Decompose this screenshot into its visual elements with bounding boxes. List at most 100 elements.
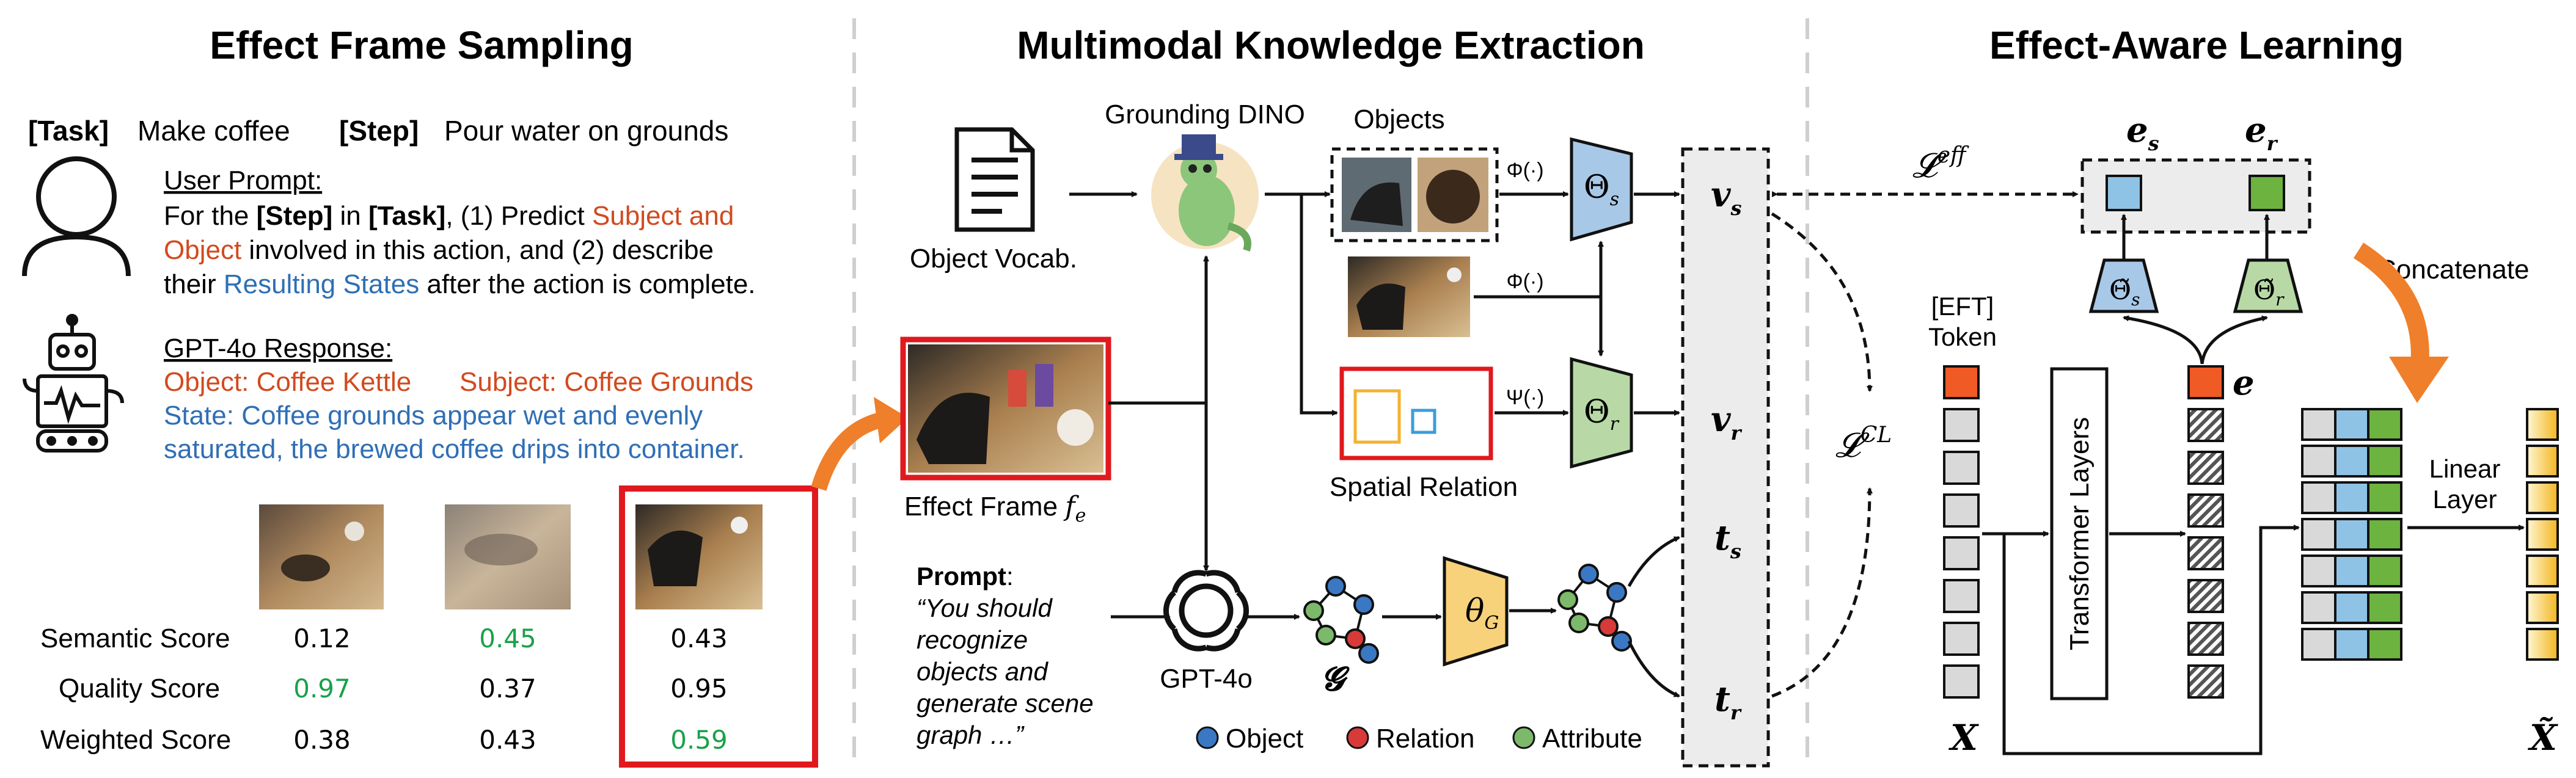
score-label-weighted: Weighted Score — [40, 725, 231, 755]
phi-label-objects: Φ(·) — [1506, 159, 1543, 182]
concatenate-arrow-head — [2389, 357, 2449, 403]
eft-hidden-token — [2187, 365, 2224, 399]
right-flow-arrows — [1982, 525, 2525, 755]
hidden-token — [2187, 579, 2224, 613]
user-prompt-line-3: their Resulting States after the action … — [164, 269, 756, 299]
theta-r-encoder — [1570, 357, 1633, 469]
hidden-token — [2187, 536, 2224, 570]
score-cell: 0.38 — [293, 725, 351, 755]
v-s-feature: vs — [1711, 175, 1742, 220]
input-token — [1943, 622, 1980, 656]
response-state-line-1: State: Coffee grounds appear wet and eve… — [164, 401, 703, 431]
input-token — [1943, 493, 1980, 528]
legend-label-relation: Relation — [1376, 724, 1474, 754]
output-token — [2526, 628, 2559, 661]
linear-layer-label-2: Layer — [2432, 485, 2497, 514]
section-title-sampling: Effect Frame Sampling — [210, 23, 634, 67]
score-label-quality: Quality Score — [59, 674, 220, 703]
response-state-line-2: saturated, the brewed coffee drips into … — [164, 434, 745, 464]
l-cl-arrow-top — [1771, 212, 1873, 392]
t-s-feature: ts — [1714, 518, 1741, 563]
transformer-layers-block — [2050, 367, 2109, 700]
objects-box — [1330, 147, 1499, 242]
output-token — [2526, 591, 2559, 624]
score-cell: 0.37 — [479, 674, 536, 703]
legend-swatch-object — [1196, 726, 1219, 749]
gpt4o-label: GPT-4o — [1160, 664, 1253, 694]
object-crop-grounds — [1418, 158, 1488, 232]
gpt-response-label: GPT-4o Response: — [164, 333, 392, 363]
output-token — [2526, 554, 2559, 587]
response-subject: Subject: Coffee Grounds — [459, 367, 753, 397]
prompt-label: Prompt: — [917, 562, 1014, 591]
input-token-column — [1943, 365, 1980, 699]
step-text: Pour water on grounds — [444, 115, 728, 147]
node-legend: Object Relation Attribute — [1196, 724, 1642, 754]
output-token — [2526, 408, 2559, 441]
prompt-line: generate scene — [917, 689, 1094, 718]
robot-icon — [23, 314, 124, 453]
output-token — [2526, 445, 2559, 478]
user-prompt-line-2: Object involved in this action, and (2) … — [164, 235, 714, 265]
selected-frame-highlight — [619, 485, 818, 768]
prompt-line: recognize — [917, 625, 1028, 654]
grounding-dino-icon — [1151, 134, 1259, 252]
task-tag: [Task] — [28, 115, 109, 147]
theta-r-label: Θr — [1584, 394, 1620, 435]
spatial-relation-box — [1339, 366, 1493, 460]
effect-frame-label: Effect Frame fe — [904, 491, 1086, 526]
effect-frame-image — [908, 344, 1103, 473]
phi-label-frame: Φ(·) — [1506, 270, 1543, 293]
score-cell: 0.12 — [293, 623, 351, 653]
section-title-extraction: Multimodal Knowledge Extraction — [1017, 23, 1645, 67]
legend-swatch-relation — [1346, 726, 1369, 749]
theta-tilde-s-head — [2088, 258, 2159, 313]
concatenate-arrow — [2353, 242, 2429, 368]
input-token — [1943, 536, 1980, 570]
l-eff-label: 𝓛eff — [1912, 143, 1969, 186]
input-token — [1943, 579, 1980, 613]
selection-arrow-head — [874, 397, 908, 443]
object-crop-kettle — [1342, 158, 1411, 232]
e-s-token — [2106, 175, 2142, 211]
theta-tilde-r-label: Θ̃r — [2253, 275, 2285, 310]
x-tilde-label: X̃ — [2527, 716, 2558, 758]
score-cell: 0.43 — [479, 725, 536, 755]
e-r-label: er — [2245, 110, 2278, 155]
score-cell: 0.95 — [670, 674, 728, 703]
task-step-line: [Task] Make coffee [Step] Pour water on … — [28, 115, 728, 147]
theta-g-encoder — [1443, 556, 1509, 667]
theta-s-label: Θs — [1584, 169, 1619, 210]
e-r-token — [2249, 175, 2285, 211]
psi-label: Ψ(·) — [1506, 386, 1544, 409]
theta-tilde-r-head — [2233, 258, 2303, 313]
e-s-label: es — [2126, 110, 2159, 155]
prompt-line: graph …” — [917, 721, 1025, 749]
objects-label: Objects — [1353, 104, 1444, 134]
spatial-relation-label: Spatial Relation — [1330, 472, 1518, 502]
legend-label-object: Object — [1226, 724, 1303, 754]
input-token — [1943, 664, 1980, 699]
output-token — [2526, 518, 2559, 551]
hidden-token — [2187, 493, 2224, 528]
scene-graph-output — [1557, 564, 1632, 652]
e-label: e — [2233, 363, 2255, 403]
score-label-semantic: Semantic Score — [40, 623, 230, 653]
task-text: Make coffee — [137, 115, 290, 147]
middle-flow-arrows — [1069, 191, 1680, 698]
hidden-token-column — [2187, 365, 2224, 699]
score-cell: 0.97 — [293, 674, 351, 703]
feature-column — [1681, 147, 1770, 768]
output-token-column — [2526, 408, 2559, 661]
scene-graph-symbol: 𝓖 — [1321, 659, 1350, 698]
score-table: Semantic Score 0.12 0.45 0.43 Quality Sc… — [40, 623, 728, 755]
legend-swatch-attribute — [1512, 726, 1535, 749]
head-arrows — [2121, 214, 2270, 365]
gpt4o-icon — [1163, 570, 1249, 652]
output-token — [2526, 481, 2559, 514]
sampled-frame-1 — [259, 504, 384, 609]
response-object: Object: Coffee Kettle — [164, 367, 411, 397]
t-r-feature: tr — [1714, 679, 1742, 724]
l-cl-arrow-bottom — [1771, 487, 1873, 698]
